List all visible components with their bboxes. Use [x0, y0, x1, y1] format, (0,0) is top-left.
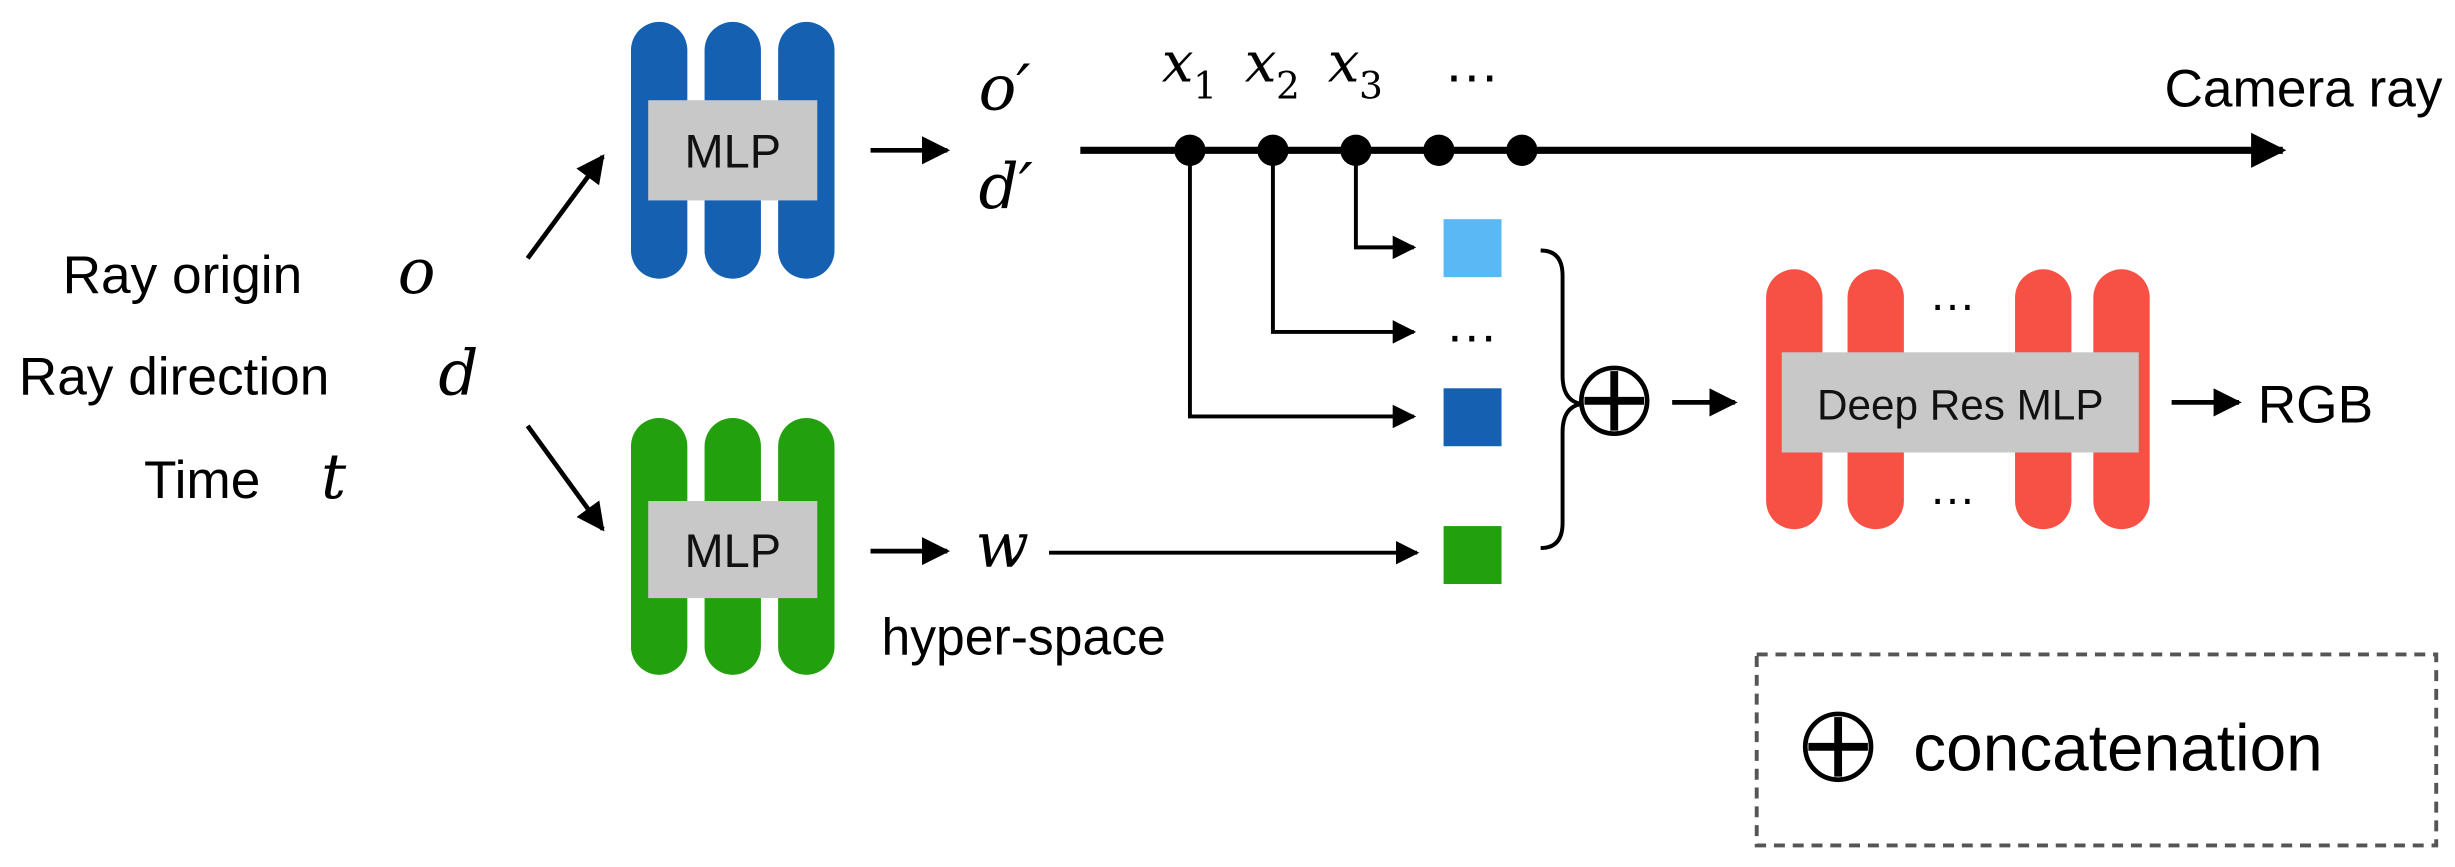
deep-mlp-label: Deep Res MLP [1817, 382, 2104, 429]
top-mlp-label: MLP [684, 125, 781, 178]
input-to-top-mlp-arrow [525, 154, 605, 260]
top-mlp-label-box [648, 100, 818, 201]
svg-text:2: 2 [1276, 64, 1300, 108]
camera-ray-label: Camera ray [2164, 59, 2442, 118]
time-label: Time [144, 451, 260, 510]
sample-label-x1: x 1 [1162, 30, 1217, 107]
deep-mlp-label-box [1781, 352, 2139, 453]
legend-concat-icon [1802, 711, 1874, 783]
x1-connector [1187, 150, 1417, 429]
time-symbol: t [321, 440, 347, 513]
time-input: Time t [144, 440, 347, 513]
x3-connector [1353, 150, 1417, 260]
rgb-output-label: RGB [2258, 376, 2373, 435]
input-to-bottom-mlp-arrow [525, 424, 605, 532]
deep-res-mlp-block: … … Deep Res MLP [1766, 267, 2150, 530]
ray-origin-symbol: o [398, 235, 436, 308]
w-symbol: w [975, 509, 1029, 582]
x2-connector [1270, 150, 1417, 344]
x1-feature-square [1443, 388, 1502, 447]
bottom-mlp-label: MLP [684, 524, 781, 577]
feature-ellipsis: … [1445, 294, 1498, 353]
sample-point [1423, 134, 1455, 166]
o-prime-symbol: o′ [979, 52, 1031, 125]
svg-text:x: x [1162, 30, 1194, 95]
grouping-brace [1540, 248, 1582, 550]
ray-direction-label: Ray direction [19, 348, 330, 407]
hyper-space-caption: hyper-space [881, 607, 1165, 665]
top-mlp-block: MLP [630, 21, 835, 279]
legend-border [1754, 652, 2439, 848]
svg-text:1: 1 [1193, 64, 1217, 108]
legend-label: concatenation [1913, 710, 2322, 784]
w-feature-square [1443, 526, 1502, 585]
deep-mlp-top-ellipsis: … [1929, 267, 1976, 320]
svg-text:3: 3 [1359, 64, 1383, 108]
d-prime-symbol: d′ [979, 150, 1033, 223]
bottom-mlp-label-box [648, 501, 818, 599]
deep-mlp-bottom-ellipsis: … [1929, 461, 1976, 514]
bottom-mlp-block: MLP [630, 418, 835, 675]
ray-origin-input: Ray origin o [63, 235, 436, 308]
x3-feature-square [1443, 219, 1502, 278]
svg-text:x: x [1328, 30, 1360, 95]
ray-origin-label: Ray origin [63, 246, 303, 305]
svg-text:x: x [1245, 30, 1277, 95]
sample-ellipsis: … [1444, 30, 1500, 93]
sample-label-x2: x 2 [1245, 30, 1300, 107]
ray-direction-symbol: d [438, 337, 478, 410]
concat-symbol-icon [1579, 365, 1650, 437]
ray-direction-input: Ray direction d [19, 337, 479, 410]
sample-point [1506, 134, 1538, 166]
sample-label-x3: x 3 [1328, 30, 1383, 107]
legend-box: concatenation [1754, 652, 2439, 848]
